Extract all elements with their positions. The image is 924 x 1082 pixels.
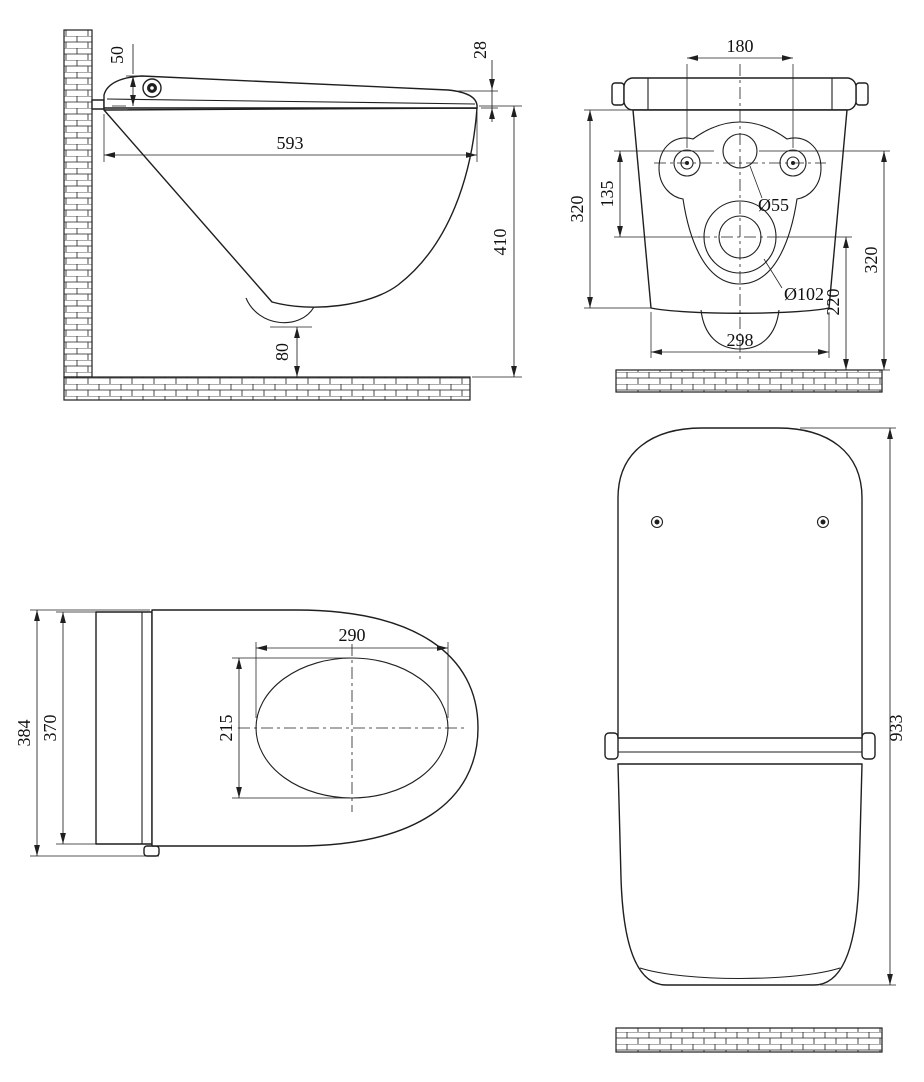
front-view: 933 — [604, 427, 906, 1053]
lid-ear-left — [611, 82, 625, 106]
wall-hatch — [63, 29, 93, 378]
tank-block — [95, 611, 153, 845]
dim-label-hinge-offset: 50 — [107, 46, 127, 64]
dim-label-inlet-height: 320 — [861, 247, 881, 274]
rear-view: 180 320 135 Ø55 Ø102 320 220 — [567, 36, 890, 393]
dim-label-outlet-clearance: 80 — [272, 343, 292, 361]
hinge-tab — [143, 845, 160, 857]
lid-ear-right — [855, 82, 869, 106]
dim-label-body-height: 320 — [567, 196, 587, 223]
side-view-dimensions: 50 28 593 410 80 — [103, 41, 522, 378]
lid-hinge-dot-right — [816, 515, 830, 529]
front-floor-hatch — [615, 1027, 883, 1053]
rear-floor-hatch — [615, 369, 883, 393]
seat-split-line — [106, 98, 476, 105]
lid-hinge-dot-left — [650, 515, 664, 529]
dim-label-outlet-height: 220 — [823, 289, 843, 316]
dim-label-inlet-offset: 135 — [597, 181, 617, 208]
side-view: 50 28 593 410 80 — [63, 29, 522, 401]
hinge-center-dot — [150, 86, 154, 90]
wall-bracket — [91, 99, 105, 110]
outlet-bump — [245, 297, 315, 324]
plan-view: 290 215 370 384 — [14, 609, 479, 857]
dim-label-bowl-width: 215 — [216, 715, 236, 742]
front-view-dimensions: 933 — [800, 427, 906, 986]
dim-label-overall-length: 933 — [886, 715, 906, 742]
floor-hatch — [63, 376, 471, 401]
hinge-tab-right — [861, 732, 876, 760]
dim-label-overall-width: 384 — [14, 720, 34, 747]
mounting-recess-contour — [658, 121, 822, 285]
dim-label-bolt-spacing: 180 — [727, 36, 754, 56]
lid-end-lines — [647, 78, 833, 110]
rear-view-dimensions: 180 320 135 Ø55 Ø102 320 220 — [567, 36, 890, 371]
bowl-bottom-curve — [639, 967, 841, 980]
plan-view-dimensions: 290 215 370 384 — [14, 609, 449, 857]
dim-label-plan-body-width: 370 — [40, 715, 60, 742]
lid-top-outline — [617, 427, 863, 739]
dim-label-height: 410 — [490, 229, 510, 256]
dim-label-seat-front-thickness: 28 — [470, 41, 490, 59]
dim-label-overall-depth: 593 — [277, 133, 304, 153]
bowl-front-outline — [617, 763, 863, 986]
hinge-tab-left — [604, 732, 619, 760]
dim-label-bowl-length: 290 — [339, 625, 366, 645]
dim-label-outlet-diameter: Ø102 — [784, 284, 824, 304]
dim-label-inlet-diameter: Ø55 — [758, 195, 789, 215]
dim-label-body-width: 298 — [727, 330, 754, 350]
